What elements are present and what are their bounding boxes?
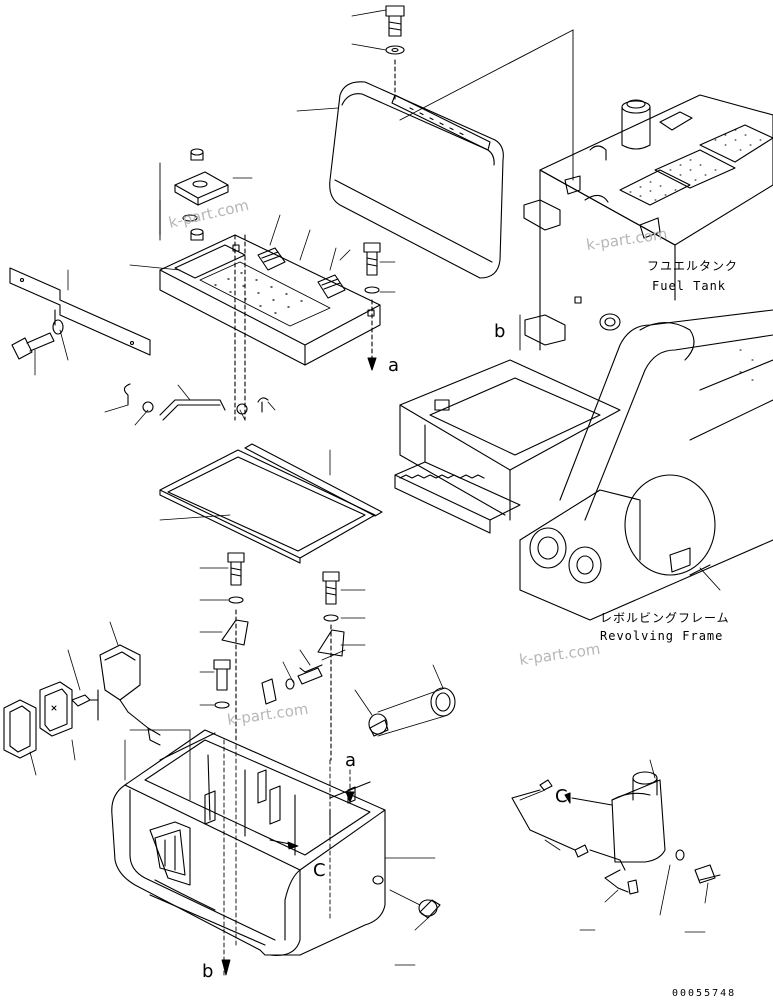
fuel-tank-en-label: Fuel Tank (652, 279, 726, 293)
bolt-top (385, 5, 405, 101)
ref-a-top: a (388, 355, 399, 376)
revolving-frame-en-label: Revolving Frame (600, 629, 723, 643)
watermark-3: k-part.com (518, 640, 601, 669)
watermark-4: k-part.com (226, 700, 309, 729)
ref-b-bottom: b (202, 961, 213, 982)
harness (511, 771, 721, 895)
side-bracket (9, 267, 151, 356)
ref-c-box: C (313, 860, 326, 881)
bolt-left (11, 319, 64, 360)
leader-lines (29, 9, 709, 966)
bolt-right-a (363, 242, 381, 371)
gasket (159, 449, 376, 564)
top-cover (329, 81, 504, 279)
labels: フユエルタンク Fuel Tank レボルビングフレーム Revolving F… (167, 196, 738, 999)
floor-plate (159, 234, 381, 366)
grommets (368, 687, 456, 919)
battery-box (111, 729, 386, 956)
box-brackets (213, 552, 345, 761)
watermark-1: k-part.com (167, 196, 251, 232)
leader-lines-right (399, 29, 721, 591)
small-cover (159, 148, 229, 241)
ref-c-tank: C (555, 786, 568, 807)
ref-b-frame: b (494, 321, 505, 342)
box-guide-lines (221, 739, 355, 976)
revolving-frame-jp-label: レボルビングフレーム (600, 611, 730, 625)
ref-a-mid: a (345, 750, 356, 771)
work-lamp (3, 644, 161, 759)
rod-and-clips (123, 234, 269, 421)
watermark-2: k-part.com (585, 225, 668, 254)
fuel-tank-assembly (394, 94, 773, 621)
fuel-tank-jp-label: フユエルタンク (647, 259, 738, 273)
gasket-strip (244, 443, 383, 517)
document-number: 00055748 (672, 988, 736, 999)
